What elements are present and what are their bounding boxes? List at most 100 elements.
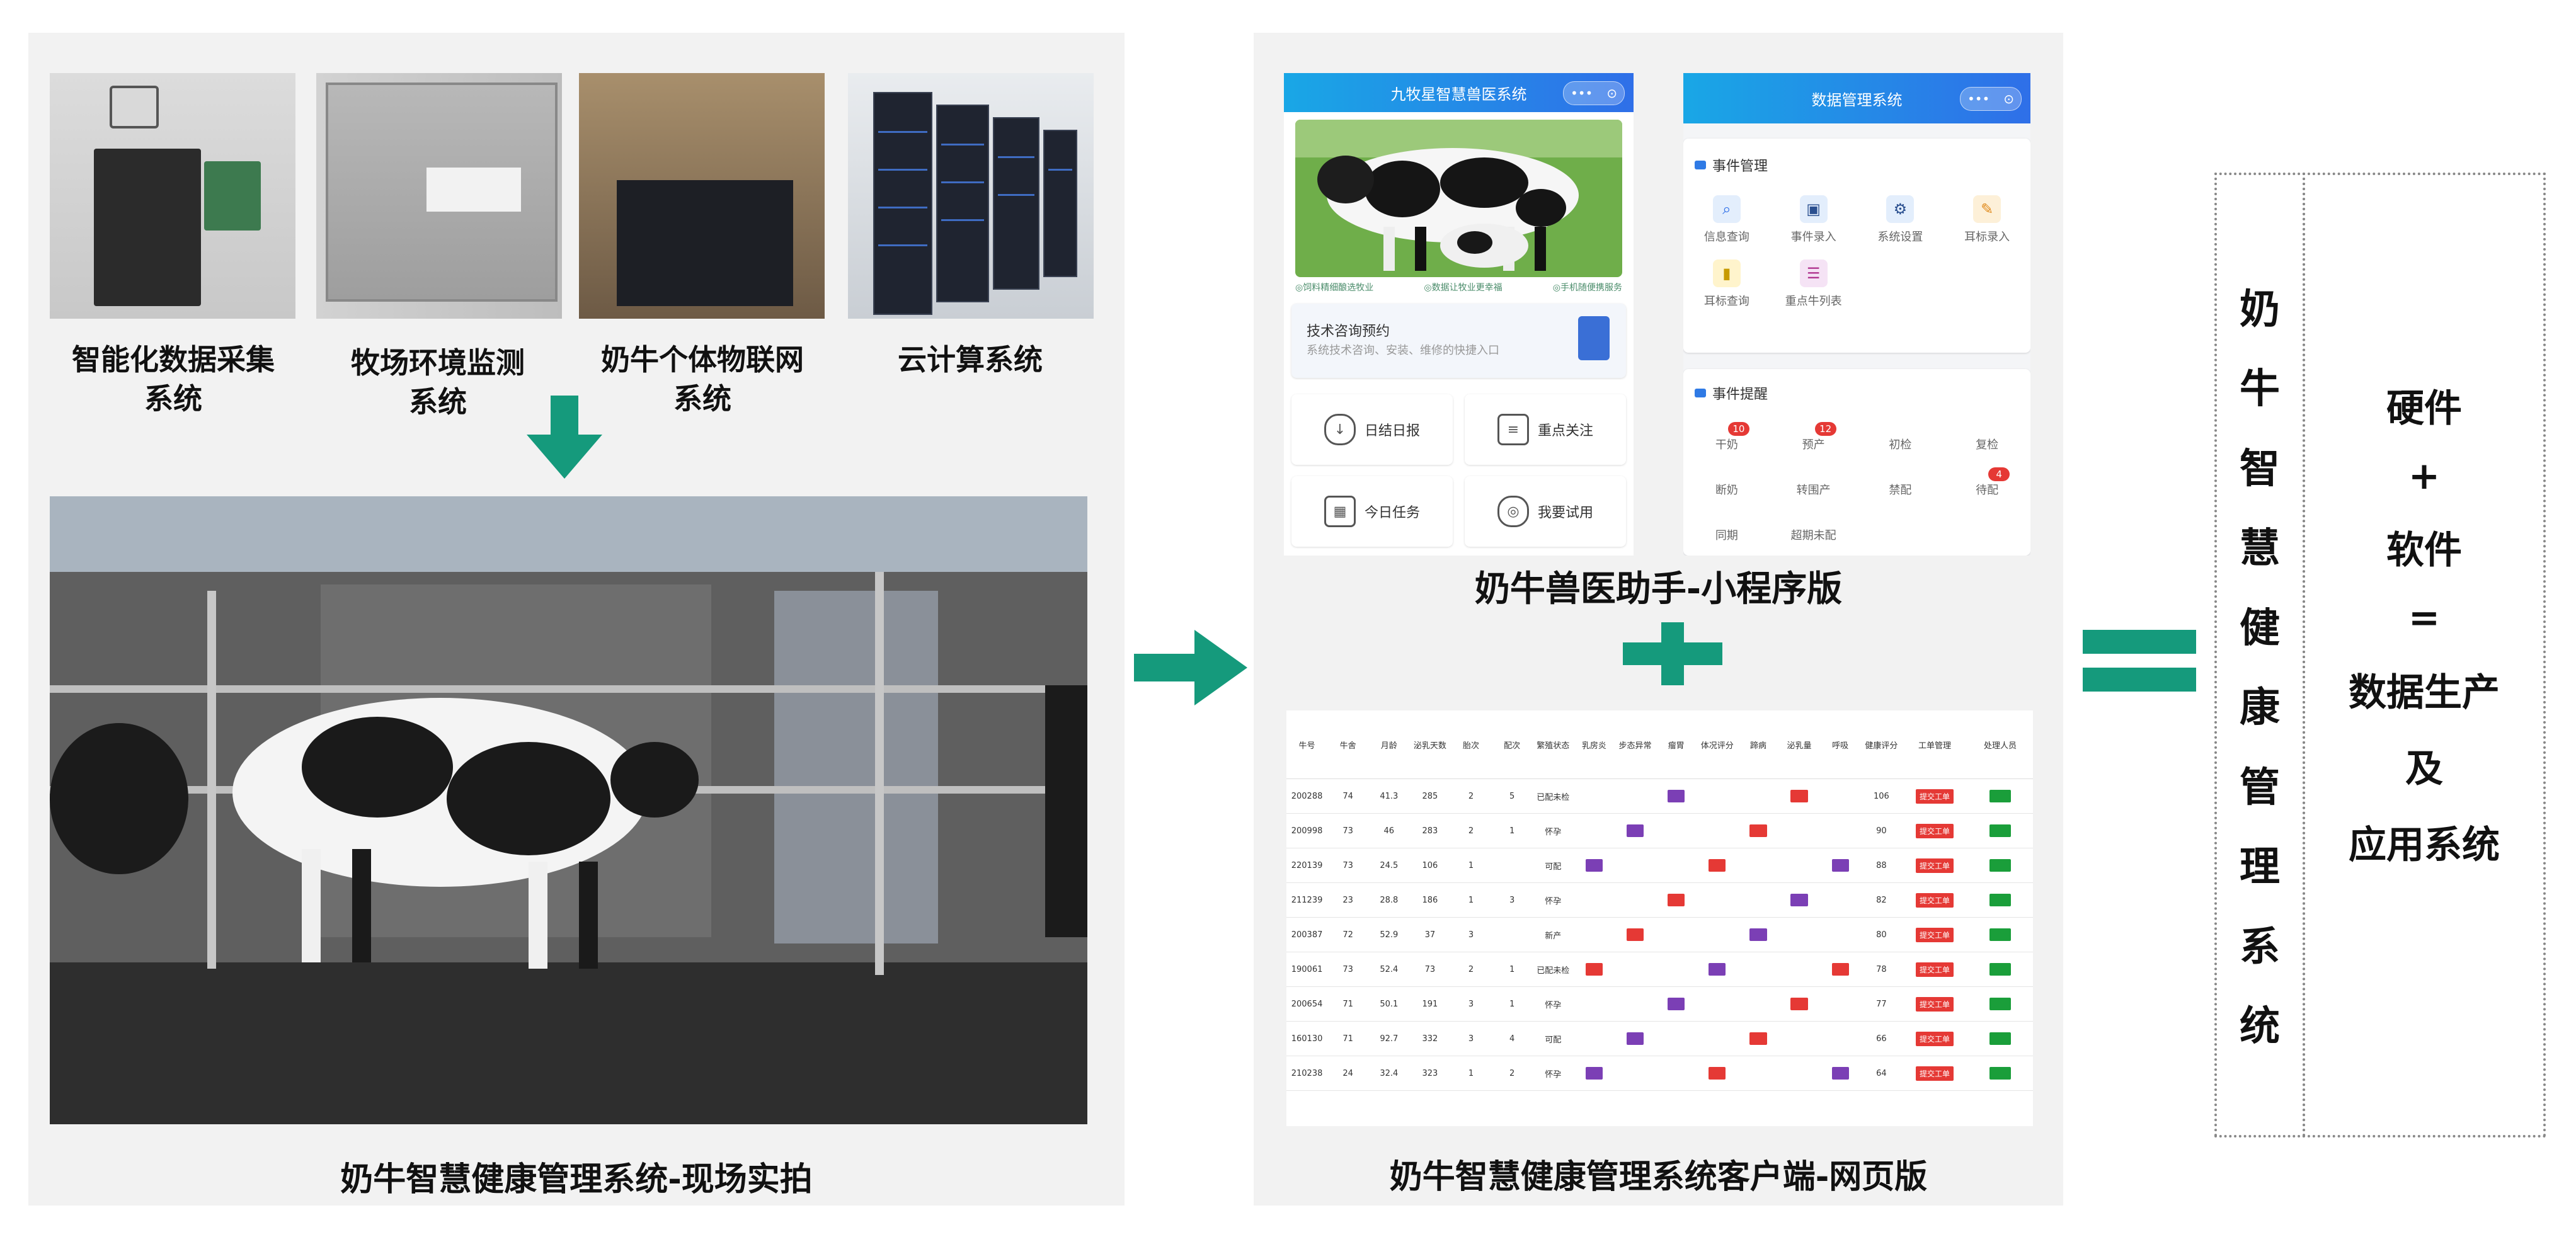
handler-chip[interactable]: [1989, 894, 2012, 906]
table-header-cell[interactable]: 泌乳量: [1778, 710, 1820, 779]
more-icon[interactable]: •••: [1967, 91, 1990, 106]
today-task-button[interactable]: ▦ 今日任务: [1291, 476, 1453, 547]
table-header-cell[interactable]: 泌乳天数: [1409, 710, 1451, 779]
event-entry-item[interactable]: ▣事件录入: [1770, 195, 1857, 244]
reminder-item[interactable]: 初检: [1889, 438, 1912, 452]
daily-report-button[interactable]: ↓ 日结日报: [1291, 394, 1453, 465]
table-header-cell[interactable]: 工单管理: [1902, 710, 1967, 779]
reminder-item[interactable]: 超期未配: [1790, 529, 1836, 542]
handler-chip[interactable]: [1989, 824, 2012, 837]
table-cell: [1819, 952, 1861, 987]
trial-button[interactable]: ◎ 我要试用: [1465, 476, 1626, 547]
close-icon[interactable]: ⊙: [2003, 91, 2015, 106]
system-title-char: 康: [2240, 685, 2280, 732]
table-cell: [1615, 882, 1656, 918]
cow-health-table: 牛号牛舍月龄泌乳天数胎次配次繁殖状态乳房炎步态异常瘤胃体况评分蹄病泌乳量呼吸健康…: [1286, 710, 2033, 1091]
table-cell: [1778, 917, 1820, 952]
submit-work-order-button[interactable]: 提交工单: [1915, 1031, 1954, 1046]
table-cell: [1656, 917, 1697, 952]
table-header-cell[interactable]: 繁殖状态: [1532, 710, 1574, 779]
close-icon[interactable]: ⊙: [1606, 86, 1618, 101]
table-header-cell[interactable]: 瘤胃: [1656, 710, 1697, 779]
more-icon[interactable]: •••: [1570, 86, 1593, 101]
key-cow-list-item[interactable]: ☰重点牛列表: [1770, 259, 1857, 309]
table-cell: [1573, 1056, 1615, 1091]
table-cell: 1: [1491, 952, 1533, 987]
table-header-cell[interactable]: 配次: [1491, 710, 1533, 779]
handler-chip[interactable]: [1989, 1067, 2012, 1080]
reminder-item[interactable]: 断奶: [1715, 484, 1738, 497]
system-settings-item[interactable]: ⚙系统设置: [1857, 195, 1944, 244]
ear-tag-query-item[interactable]: ▮耳标查询: [1683, 259, 1770, 309]
submit-work-order-button[interactable]: 提交工单: [1915, 858, 1954, 873]
table-header-cell[interactable]: 牛号: [1286, 710, 1328, 779]
table-cell: 186: [1409, 882, 1451, 918]
submit-work-order-button[interactable]: 提交工单: [1915, 996, 1954, 1012]
table-cell: [1967, 917, 2033, 952]
table-cell: [1697, 1056, 1738, 1091]
table-cell: [1737, 917, 1779, 952]
submit-work-order-button[interactable]: 提交工单: [1915, 892, 1954, 908]
table-header-cell[interactable]: 牛舍: [1327, 710, 1369, 779]
table-cell: [1491, 917, 1533, 952]
table-cell: [1967, 1021, 2033, 1056]
reminder-item[interactable]: 转围产: [1796, 484, 1831, 497]
table-header-cell[interactable]: 健康评分: [1860, 710, 1902, 779]
handler-chip[interactable]: [1989, 963, 2012, 976]
submit-work-order-button[interactable]: 提交工单: [1915, 823, 1954, 838]
table-cell: 怀孕: [1532, 986, 1574, 1022]
reminder-item[interactable]: 禁配: [1889, 484, 1912, 497]
capsule-menu[interactable]: ••• ⊙: [1563, 81, 1625, 105]
table-header-cell[interactable]: 月龄: [1368, 710, 1410, 779]
status-chip: [1668, 998, 1685, 1010]
status-chip: [1709, 1067, 1726, 1080]
table-header-cell[interactable]: 蹄病: [1737, 710, 1779, 779]
capsule-menu-2[interactable]: ••• ⊙: [1960, 87, 2022, 111]
table-cell: 1: [1450, 1056, 1492, 1091]
table-header-cell[interactable]: 步态异常: [1615, 710, 1656, 779]
info-query-item[interactable]: ⌕信息查询: [1683, 195, 1770, 244]
system-title-char: 牛: [2240, 366, 2280, 413]
banner-cow-image: [1295, 120, 1622, 277]
consult-card[interactable]: 技术咨询预约 系统技术咨询、安装、维修的快捷入口: [1291, 304, 1626, 378]
handler-chip[interactable]: [1989, 1032, 2012, 1045]
handler-chip[interactable]: [1989, 998, 2012, 1010]
web-client-screen: 牛号牛舍月龄泌乳天数胎次配次繁殖状态乳房炎步态异常瘤胃体况评分蹄病泌乳量呼吸健康…: [1286, 710, 2033, 1126]
table-cell: 191: [1409, 986, 1451, 1022]
table-header-cell[interactable]: 体况评分: [1697, 710, 1738, 779]
submit-work-order-button[interactable]: 提交工单: [1915, 962, 1954, 977]
table-cell: [1737, 778, 1779, 814]
table-header-cell[interactable]: 呼吸: [1819, 710, 1861, 779]
key-focus-button[interactable]: ≡ 重点关注: [1465, 394, 1626, 465]
ear-tag-entry-item[interactable]: ✎耳标录入: [1943, 195, 2030, 244]
reminder-item[interactable]: 同期: [1715, 529, 1738, 542]
table-cell: [1967, 1056, 2033, 1091]
table-cell: 72: [1327, 917, 1369, 952]
submit-work-order-button[interactable]: 提交工单: [1915, 1066, 1954, 1081]
handler-chip[interactable]: [1989, 928, 2012, 941]
table-cell: 3: [1450, 1021, 1492, 1056]
submit-work-order-button[interactable]: 提交工单: [1915, 789, 1954, 804]
submit-work-order-button[interactable]: 提交工单: [1915, 927, 1954, 942]
table-cell: [1819, 813, 1861, 848]
handler-chip[interactable]: [1989, 859, 2012, 872]
status-chip: [1626, 1032, 1644, 1045]
table-header-cell[interactable]: 乳房炎: [1573, 710, 1615, 779]
table-header-cell[interactable]: 处理人员: [1967, 710, 2033, 779]
data-management-title: 数据管理系统: [1811, 91, 1903, 109]
table-header-cell[interactable]: 胎次: [1450, 710, 1492, 779]
reminder-item[interactable]: 复检: [1976, 438, 1999, 452]
handler-chip[interactable]: [1989, 790, 2012, 802]
